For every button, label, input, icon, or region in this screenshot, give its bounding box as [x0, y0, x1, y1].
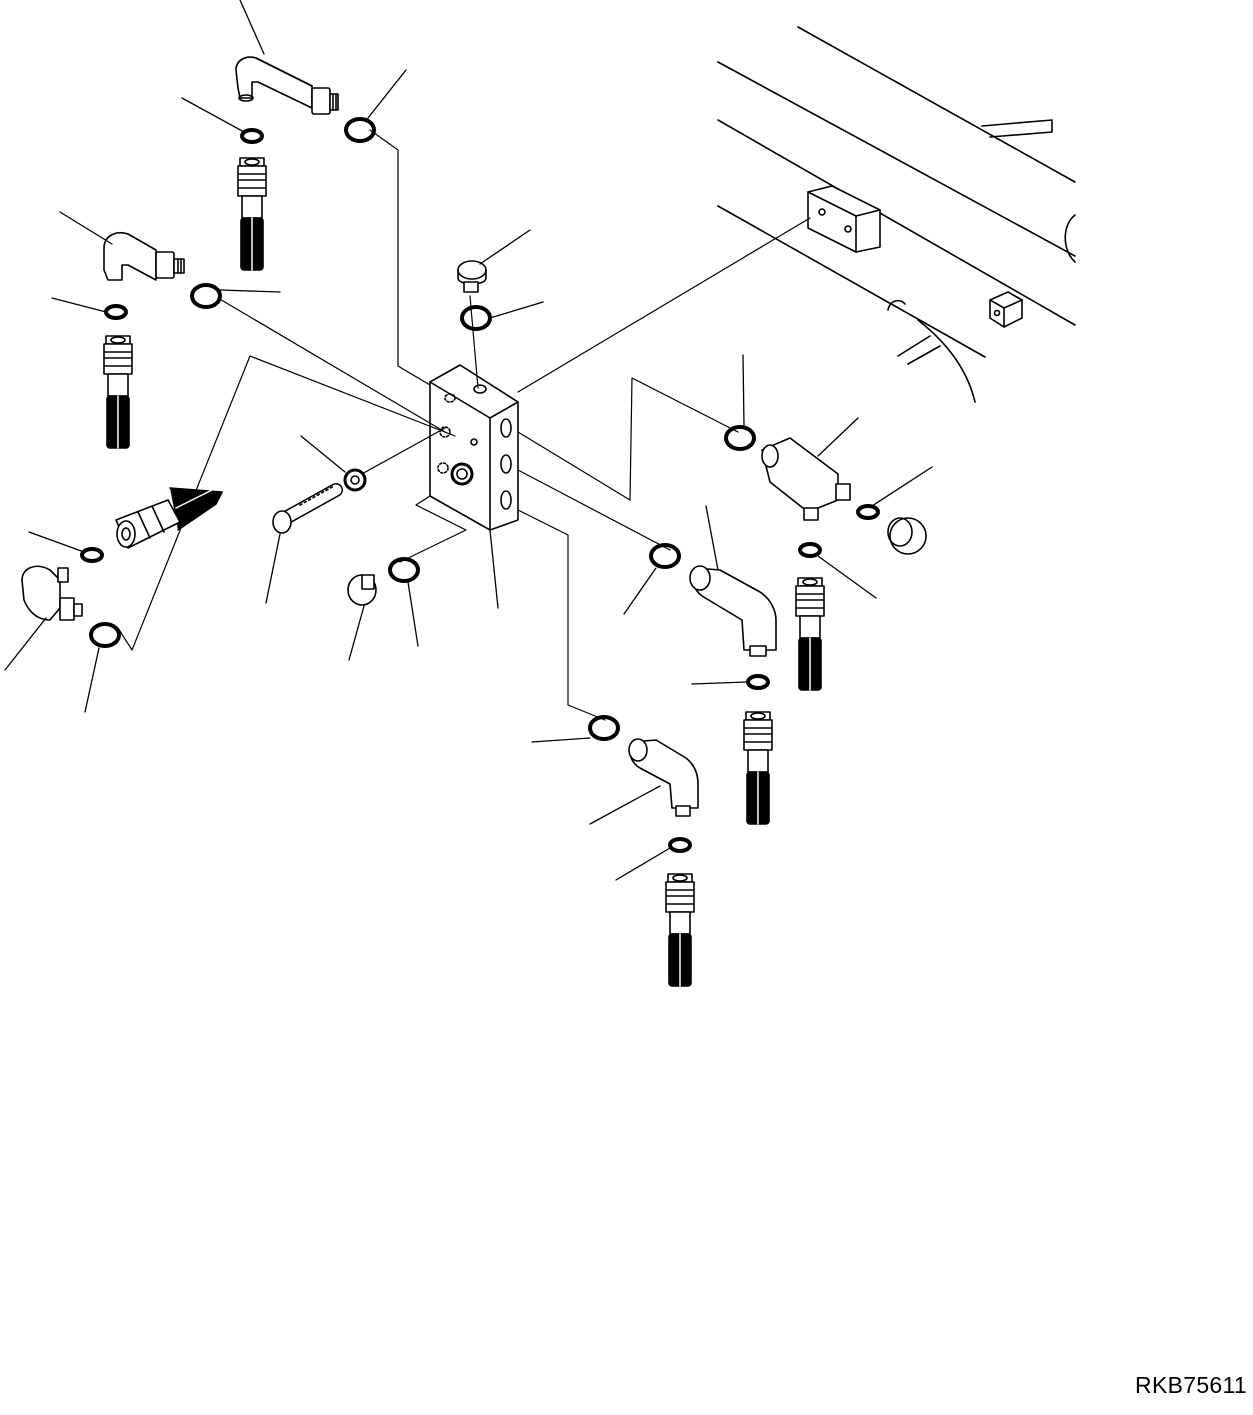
hose-3 [795, 577, 825, 691]
bolt [272, 483, 343, 534]
elbow-fitting-left-upper [103, 232, 185, 281]
hose-2 [103, 335, 133, 449]
tee-fitting [724, 425, 927, 555]
o-ring-large [190, 283, 222, 309]
o-ring-small [798, 542, 822, 558]
leader-lines [4, 0, 933, 881]
o-ring-large [89, 622, 121, 648]
elbow-fitting-bottom [628, 738, 699, 817]
drawing-reference-code: RKB75611 [1135, 1372, 1247, 1398]
o-ring-large [388, 557, 420, 583]
o-ring-small [240, 128, 264, 144]
hose-4 [743, 711, 773, 825]
manifold-block [429, 364, 519, 531]
elbow-fitting-left-lower [21, 565, 83, 621]
o-ring-large [649, 543, 681, 569]
machine-frame [717, 26, 1076, 403]
hose-5 [665, 873, 695, 987]
quick-coupler [115, 485, 223, 549]
o-ring-small [80, 547, 104, 563]
o-ring-small [104, 304, 128, 320]
plug-top [457, 260, 487, 293]
o-ring-small [668, 837, 692, 853]
plug-bottom [347, 574, 377, 606]
hose-1 [237, 157, 267, 271]
o-ring-large [460, 305, 492, 331]
elbow-fitting-top [235, 56, 339, 115]
elbow-fitting-right [689, 565, 777, 657]
o-ring-large [588, 715, 620, 741]
o-ring-small [746, 674, 770, 690]
washer [343, 468, 367, 492]
